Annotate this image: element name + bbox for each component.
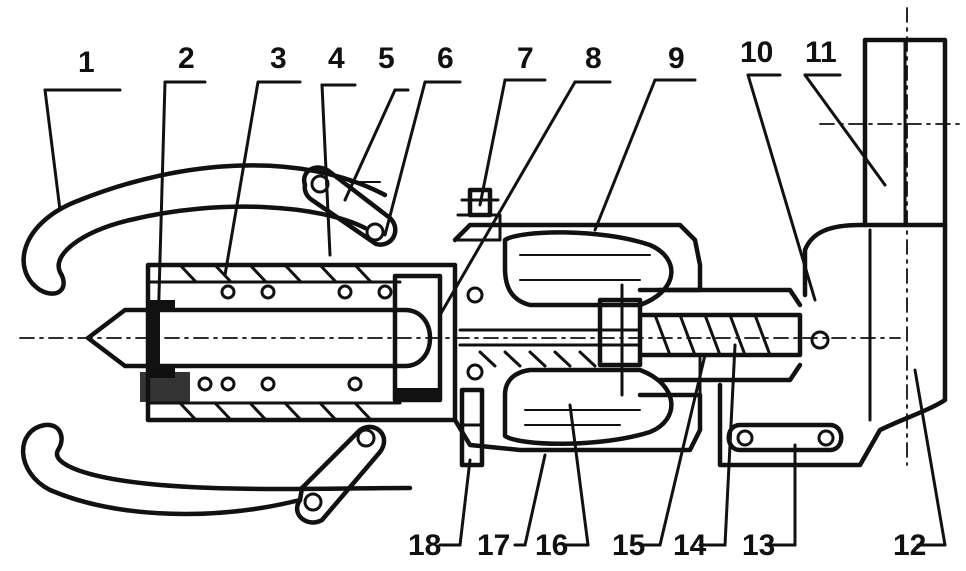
label-12: 12 — [893, 529, 926, 562]
label-9: 9 — [668, 42, 685, 75]
label-18: 18 — [408, 529, 441, 562]
label-14: 14 — [673, 529, 707, 562]
label-5: 5 — [378, 42, 395, 75]
label-2: 2 — [178, 42, 195, 75]
handle-tube — [862, 37, 948, 228]
centerlines — [19, 7, 961, 466]
piston-head — [392, 273, 443, 403]
lower-port-fitting — [459, 387, 485, 468]
lower-claw-arm — [20, 422, 413, 517]
label-4: 4 — [328, 42, 345, 75]
label-10: 10 — [740, 36, 773, 69]
label-3: 3 — [270, 42, 287, 75]
label-7: 7 — [517, 42, 534, 75]
gearbox-housing — [717, 222, 948, 468]
centre-pin — [85, 307, 433, 369]
leader-lines — [43, 73, 947, 547]
lower-pivot-link — [295, 424, 387, 525]
lower-link — [726, 422, 844, 453]
label-8: 8 — [585, 42, 602, 75]
label-16: 16 — [535, 529, 568, 562]
front-cylinder — [140, 262, 458, 423]
label-17: 17 — [477, 529, 510, 562]
label-13: 13 — [742, 529, 775, 562]
label-6: 6 — [437, 42, 454, 75]
drive-screw — [597, 283, 803, 402]
label-15: 15 — [612, 529, 645, 562]
part-number-labels: 1 2 3 4 5 6 7 8 9 10 11 12 13 14 15 16 1… — [78, 36, 926, 562]
label-11: 11 — [805, 36, 837, 69]
label-1: 1 — [78, 46, 95, 79]
upper-claw-arm — [21, 163, 388, 296]
